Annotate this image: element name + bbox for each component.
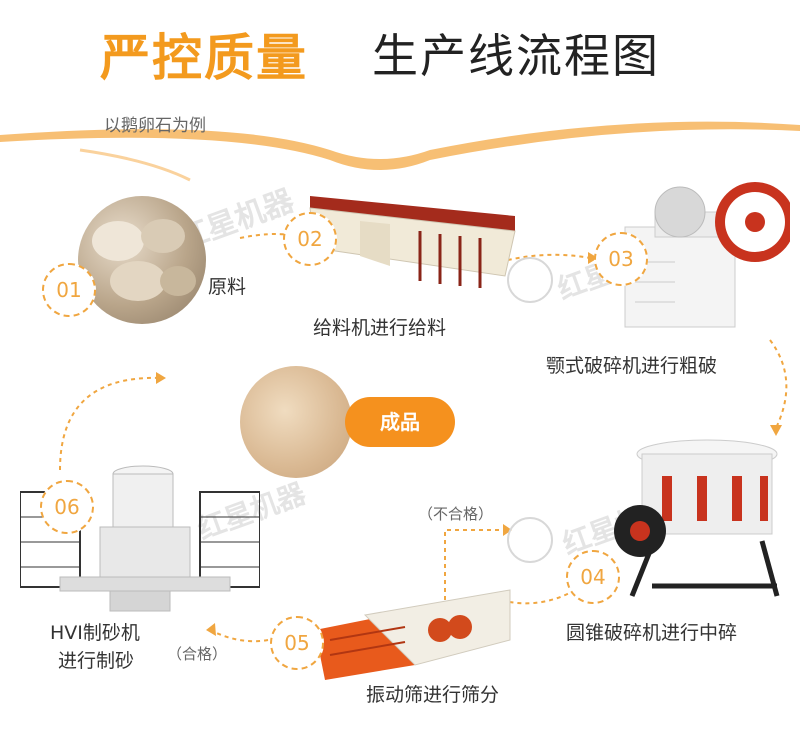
product-badge: 成品 — [345, 397, 455, 447]
step-label-06-line2: 进行制砂 — [58, 650, 135, 672]
step-number-03: 03 — [594, 232, 648, 286]
step-number-02: 02 — [283, 212, 337, 266]
arrowhead — [206, 623, 216, 636]
arrowhead — [503, 524, 512, 536]
step-label-05: 振动筛进行筛分 — [366, 684, 500, 706]
arrow-03-04 — [769, 339, 788, 431]
subtitle: 以鹅卵石为例 — [104, 116, 206, 136]
arrowhead — [156, 372, 166, 384]
step-number-04: 04 — [566, 550, 620, 604]
arrow-06-product — [59, 376, 161, 471]
title-highlight: 严控质量 — [100, 29, 308, 87]
arrow-05-06 — [209, 629, 269, 643]
arrow-01-02 — [239, 233, 291, 239]
vibrating-screen-image — [315, 589, 511, 680]
header-swoosh — [0, 121, 800, 170]
vsi-sand-maker-image — [20, 465, 260, 612]
header-swoosh-2 — [79, 148, 191, 182]
page-title: 生产线流程图 — [372, 29, 660, 83]
arrowhead — [770, 425, 782, 436]
step-number-05: 05 — [270, 616, 324, 670]
step-number-01: 01 — [42, 263, 96, 317]
arrowhead — [588, 252, 598, 264]
pass-label: （合格） — [167, 645, 228, 663]
step-label-01: 原料 — [208, 276, 247, 298]
cone-crusher-image — [614, 439, 780, 597]
pebbles-icon — [92, 219, 196, 301]
step-label-03: 颚式破碎机进行粗破 — [546, 355, 718, 377]
vibrating-feeder-image — [309, 196, 516, 288]
step-number-06: 06 — [40, 480, 94, 534]
raw-material-image — [78, 196, 206, 324]
step-label-02: 给料机进行给料 — [313, 317, 447, 339]
finished-sand-image — [240, 366, 352, 478]
watermark-icon — [507, 257, 553, 563]
step-label-04: 圆锥破碎机进行中碎 — [566, 622, 738, 644]
step-label-06-line1: HVI制砂机 — [50, 622, 140, 644]
fail-label: （不合格） — [418, 505, 494, 523]
